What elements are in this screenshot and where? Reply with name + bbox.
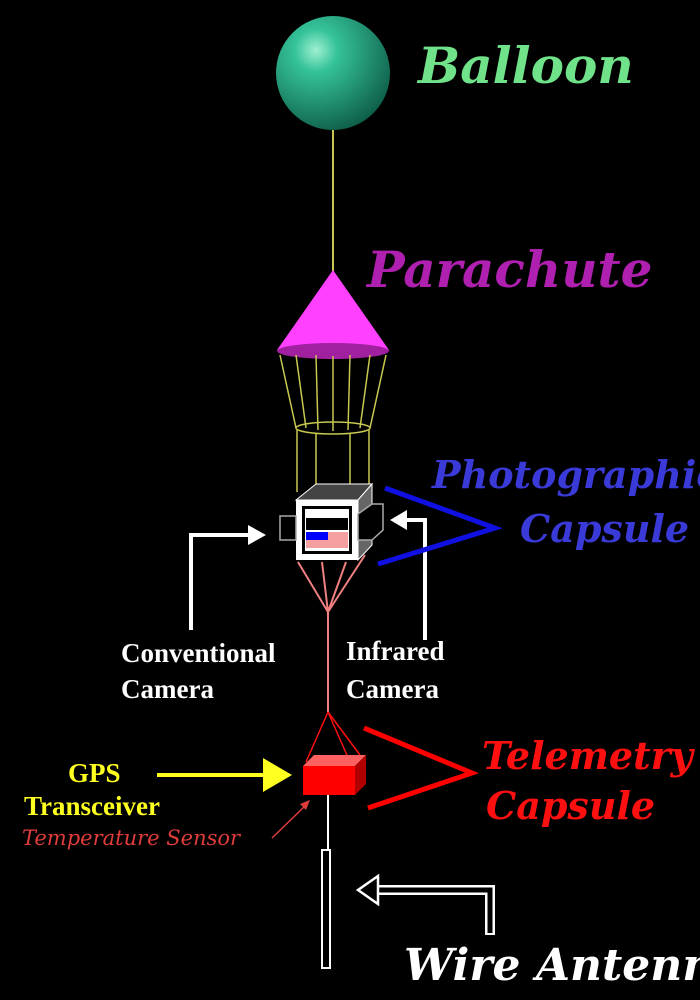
parachute xyxy=(277,270,389,359)
infrared-camera-arrow xyxy=(390,510,427,640)
wire-antenna-arrow xyxy=(355,873,495,935)
wire-antenna xyxy=(321,849,331,969)
gps-label-2: Transceiver xyxy=(24,791,160,821)
conventional-camera-label-1: Conventional xyxy=(121,638,276,668)
photographic-capsule xyxy=(279,482,384,562)
balloon xyxy=(276,16,390,130)
temperature-sensor-arrow xyxy=(271,800,310,839)
rigging-lines xyxy=(279,354,387,492)
conventional-camera xyxy=(279,515,297,541)
telemetry-lines xyxy=(305,711,361,763)
gps-label-1: GPS xyxy=(68,758,121,788)
telemetry-capsule-label-1: Telemetry xyxy=(482,733,693,778)
temperature-sensor-label: Temperature Sensor xyxy=(22,826,241,850)
parachute-label: Parachute xyxy=(367,240,653,299)
photographic-capsule-label-2: Capsule xyxy=(520,506,690,551)
conventional-camera-label-2: Camera xyxy=(121,674,214,704)
photographic-capsule-label-1: Photographic xyxy=(432,452,700,497)
wire-antenna-label: Wire Antenna xyxy=(404,940,700,991)
gps-arrow xyxy=(157,758,292,792)
infrared-camera-label-2: Camera xyxy=(346,674,439,704)
photographic-capsule-bracket xyxy=(377,485,503,567)
conventional-camera-arrow xyxy=(189,525,266,630)
infrared-camera xyxy=(357,503,384,541)
capsule-connector-lines xyxy=(297,554,366,712)
infrared-camera-label-1: Infrared xyxy=(346,636,445,666)
telemetry-capsule xyxy=(303,755,366,795)
balloon-label: Balloon xyxy=(418,36,634,95)
telemetry-capsule-bracket xyxy=(363,725,480,811)
telemetry-capsule-label-2: Capsule xyxy=(486,783,656,828)
